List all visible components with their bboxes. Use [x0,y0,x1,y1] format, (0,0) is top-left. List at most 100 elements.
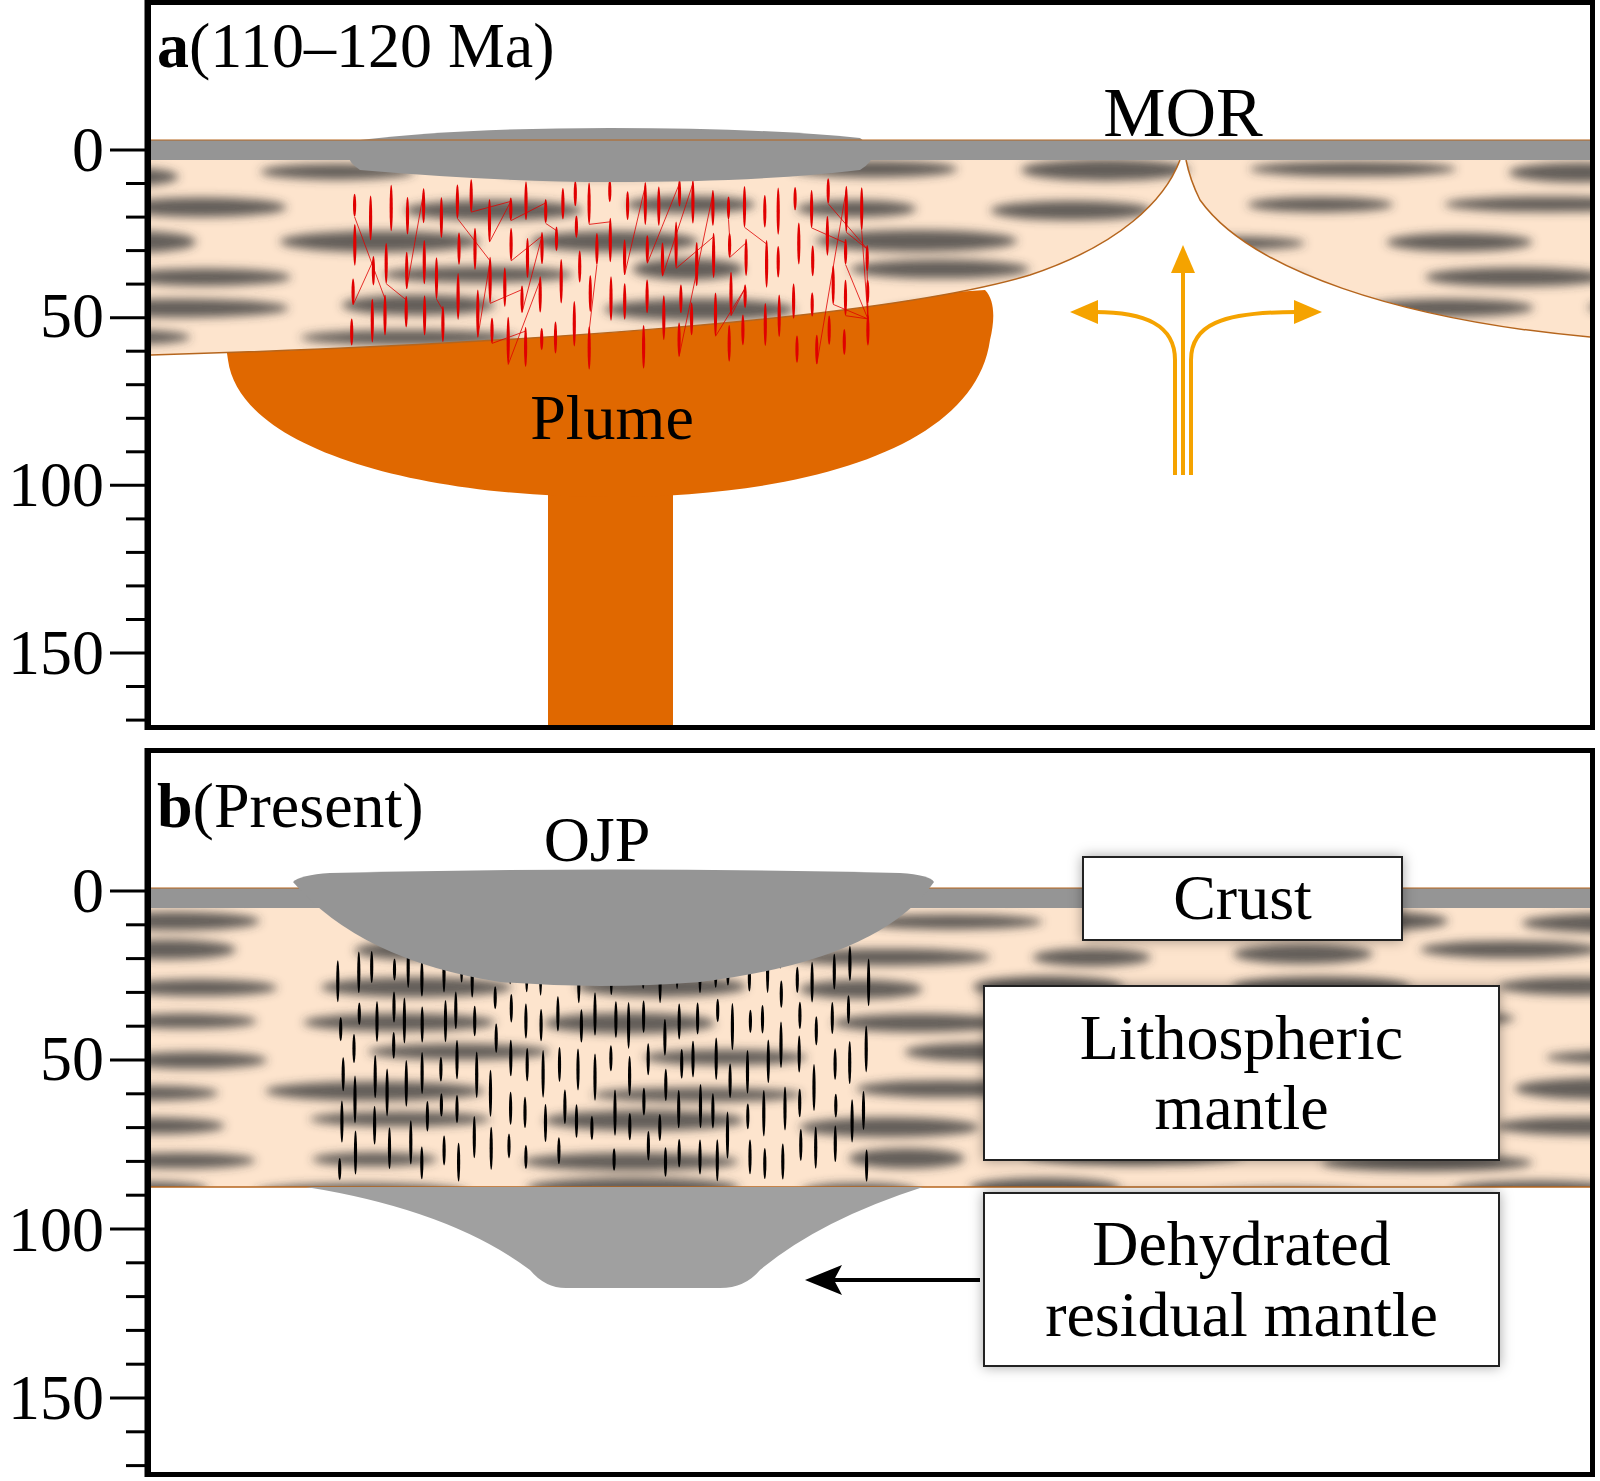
lithosphere [151,908,1590,1187]
vein-branch [846,232,867,249]
leader-arrowhead [805,1265,842,1295]
vein-branch [676,237,714,269]
vein [556,996,559,1031]
depth-value: 0 [72,856,104,926]
vein [727,197,730,220]
vein [526,238,529,278]
vein [664,1147,667,1177]
vein [646,280,649,314]
vein [420,1146,423,1179]
vein [746,1104,749,1130]
vein [799,1129,802,1161]
vein [764,303,767,346]
vein-branch [867,304,868,319]
panel-letter: b [157,770,193,841]
fabric-lens [1420,941,1590,959]
arrow-head [1294,300,1322,324]
minor-tick [126,685,146,688]
vein [540,1009,543,1041]
minor-tick [126,1464,146,1467]
fabric-lens [116,198,287,217]
vein [749,1010,752,1033]
vein [489,1070,492,1117]
depth-value-text: 150 [8,1362,104,1433]
vein [731,1003,734,1050]
vein [455,1095,458,1123]
plateau-body [293,870,934,987]
fabric-lens [151,1086,218,1101]
fabric-lens [312,1152,437,1166]
vein-branch [745,227,767,244]
vein [593,992,596,1035]
vein [848,946,851,981]
vein [843,329,846,355]
minor-tick [126,517,146,520]
vein [613,1090,616,1136]
vein [358,1003,361,1025]
vein [439,1057,442,1082]
vein [554,321,557,353]
vein [490,1127,493,1170]
depth-value: 100 [8,1195,104,1265]
vein [644,182,647,225]
vein [628,1113,631,1140]
vein [580,1009,583,1042]
vein [647,1131,650,1161]
vein [812,1064,815,1111]
vein [574,181,577,206]
panel-title: b(Present) [157,769,424,843]
vein-branch [437,299,443,310]
vein [796,967,799,993]
vein [614,1001,617,1038]
vein-branch [867,271,869,319]
vein [743,186,746,227]
vein [390,185,393,231]
vein [609,276,612,321]
vein-branch [663,184,693,277]
minor-tick [126,957,146,960]
lithosphere [151,160,1180,355]
panel-age: (110–120 Ma) [189,10,555,81]
vein-branch [625,186,646,275]
fabric-lens [342,295,496,316]
vein [691,1041,694,1078]
vein [588,326,591,369]
depth-value-text: 0 [72,855,104,926]
vein [811,962,814,1003]
fabric-lens [643,1049,807,1065]
vein [503,267,506,306]
vein [642,1001,645,1033]
minor-tick [126,417,146,420]
minor-tick [126,584,146,587]
fabric-lens [1387,233,1533,251]
vein [539,276,542,312]
vein [698,1140,701,1175]
fabric-lens [800,1117,980,1137]
vein [716,1139,719,1181]
depth-value-text: 50 [40,1023,104,1094]
vein [342,1057,345,1091]
vein [675,222,678,269]
vein [834,1048,837,1080]
depth-value: 50 [40,281,104,351]
vein [406,197,409,235]
depth-value: 50 [40,1024,104,1094]
major-tick [110,1397,146,1400]
major-tick [110,149,146,152]
ridge-label-text: MOR [1103,74,1262,151]
vein [792,283,795,318]
vein [834,1094,837,1118]
fabric-lens [1250,161,1457,176]
minor-tick [126,450,146,453]
minor-tick [126,249,146,252]
vein [677,1090,680,1128]
minor-tick [126,991,146,994]
vein-branch [386,284,406,300]
vein [811,246,814,277]
vein [575,1104,578,1138]
vein [339,1017,342,1041]
vein [352,1034,355,1063]
plume-stem [548,480,673,725]
vein [679,285,682,314]
vein [509,1092,512,1125]
